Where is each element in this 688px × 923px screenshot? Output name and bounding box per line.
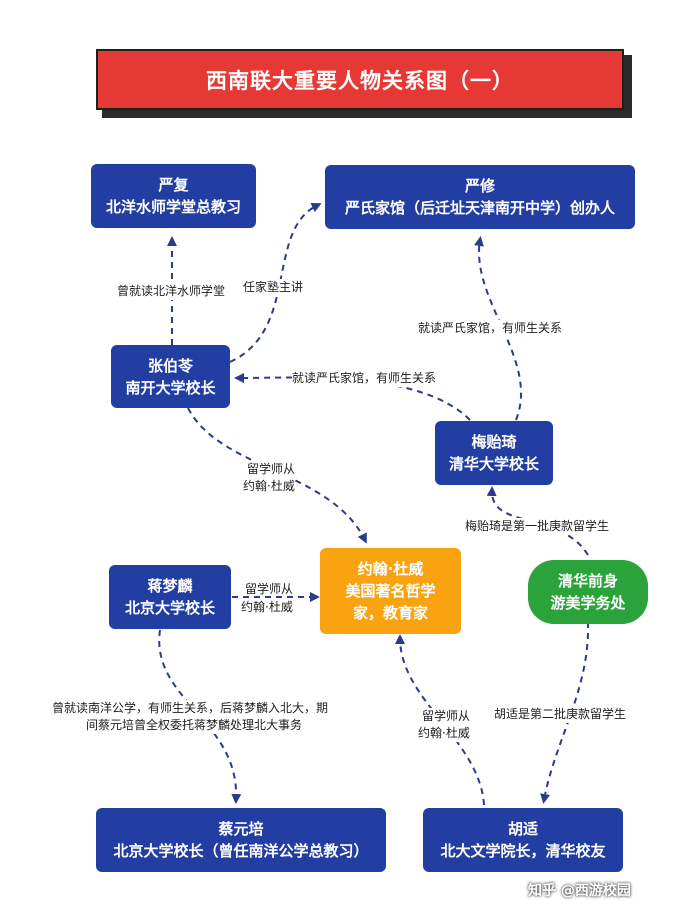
edge-zhang-dewey (187, 407, 367, 544)
diagram-title: 西南联大重要人物关系图（一） (96, 49, 624, 110)
node-yanxiu-role: 严氏家馆（后迁址天津南开中学）创办人 (344, 199, 615, 217)
edge-label-hu-dewey-2: 约翰·杜威 (418, 725, 470, 742)
node-hushi-role: 北大文学院长，清华校友 (440, 842, 606, 860)
edge-label-mei-yanxiu: 就读严氏家馆，有师生关系 (418, 320, 563, 337)
node-meiyiqi-name: 梅贻琦 (471, 433, 517, 451)
edge-qinghua-hu (540, 621, 590, 804)
node-meiyiqi: 梅贻琦 清华大学校长 (435, 421, 553, 485)
edge-label-zhang-dewey-1: 留学师从 (247, 461, 296, 478)
node-zhangboling-role: 南开大学校长 (125, 378, 216, 397)
node-zhangboling: 张伯苓 南开大学校长 (111, 345, 230, 408)
node-qinghua-name: 清华前身 (557, 572, 618, 590)
node-jiangmenglin-role: 北京大学校长 (124, 599, 215, 617)
node-zhangboling-name: 张伯苓 (147, 356, 193, 375)
node-yanxiu-name: 严修 (464, 177, 495, 195)
edge-mei-zhang (234, 372, 471, 421)
node-caiyuanpei: 蔡元培 北京大学校长（曾任南洋公学总教习） (96, 808, 386, 872)
node-yanfu: 严复 北洋水师学堂总教习 (91, 164, 256, 228)
edge-label-zhang-dewey-2: 约翰·杜威 (243, 478, 295, 495)
edge-label-zhang-yanxiu: 任家塾主讲 (243, 279, 304, 296)
node-jiangmenglin-name: 蒋梦麟 (147, 577, 193, 595)
edge-label-qinghua-hu: 胡适是第二批庚款留学生 (494, 706, 627, 723)
node-caiyuanpei-role: 北京大学校长（曾任南洋公学总教习） (113, 842, 369, 860)
edge-label-jiang-dewey-1: 留学师从 (245, 582, 294, 596)
watermark: 知乎 @西游校园 (528, 883, 631, 899)
node-yanfu-name: 严复 (158, 176, 189, 194)
node-yanxiu: 严修 严氏家馆（后迁址天津南开中学）创办人 (325, 165, 635, 229)
node-hushi: 胡适 北大文学院长，清华校友 (423, 808, 623, 872)
node-dewey-name: 约翰·杜威 (357, 560, 424, 578)
node-dewey-role-line2: 家，教育家 (352, 604, 428, 622)
node-jiangmenglin: 蒋梦麟 北京大学校长 (109, 565, 231, 629)
edge-hu-dewey (395, 634, 485, 806)
edge-label-qinghua-mei: 梅贻琦是第一批庚款留学生 (465, 518, 610, 535)
edge-label-zhang-yanfu: 曾就读北洋水师学堂 (117, 283, 226, 300)
node-dewey-role-line1: 美国著名哲学 (345, 582, 436, 600)
edge-label-jiang-cai-1: 曾就读南洋公学，有师生关系，后蒋梦麟入北大，期 (52, 700, 329, 717)
node-hushi-name: 胡适 (507, 820, 538, 838)
edge-label-jiang-dewey-2: 约翰·杜威 (241, 600, 293, 614)
edge-label-hu-dewey-1: 留学师从 (422, 708, 471, 725)
node-yanfu-role: 北洋水师学堂总教习 (105, 198, 241, 216)
node-meiyiqi-role: 清华大学校长 (448, 455, 539, 473)
node-caiyuanpei-name: 蔡元培 (218, 820, 264, 838)
node-dewey: 约翰·杜威 美国著名哲学 家，教育家 (320, 548, 461, 634)
node-qinghua: 清华前身 游美学务处 (528, 560, 648, 624)
node-qinghua-role: 游美学务处 (550, 594, 626, 612)
edge-label-mei-zhang: 就读严氏家馆，有师生关系 (292, 370, 437, 387)
edge-label-jiang-cai-2: 间蔡元培曾全权委托蒋梦麟处理北大事务 (86, 717, 303, 734)
